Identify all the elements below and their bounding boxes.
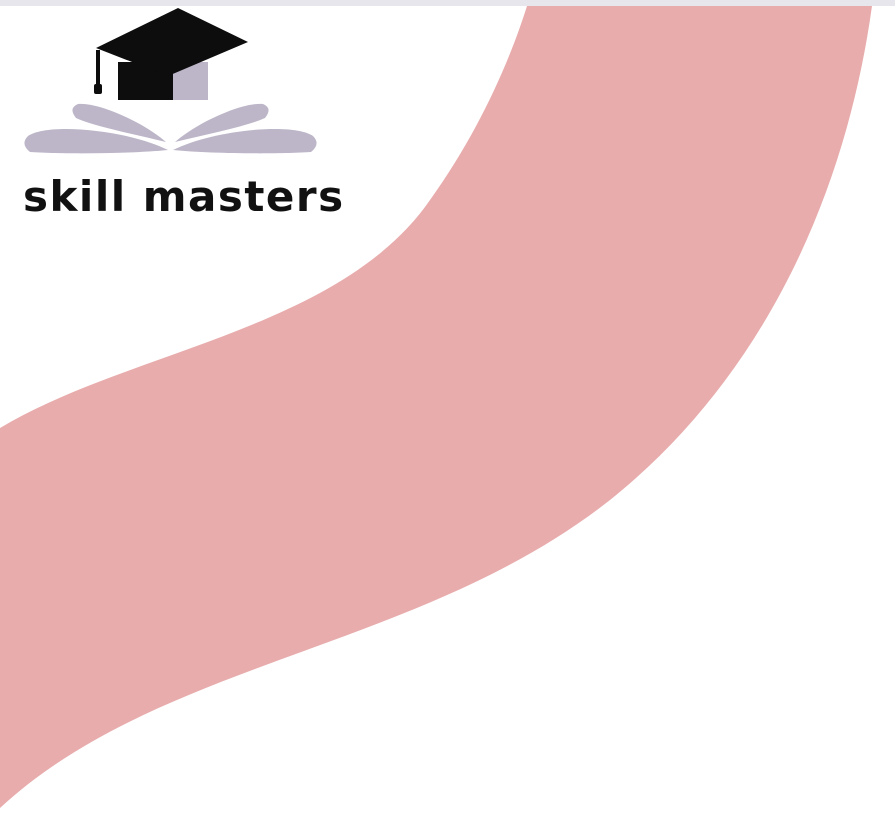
- graduation-cap-book-icon: [24, 8, 317, 154]
- brand-logo: skill masters: [18, 4, 343, 229]
- brand-name: skill masters: [23, 172, 345, 221]
- top-strip: [0, 0, 895, 6]
